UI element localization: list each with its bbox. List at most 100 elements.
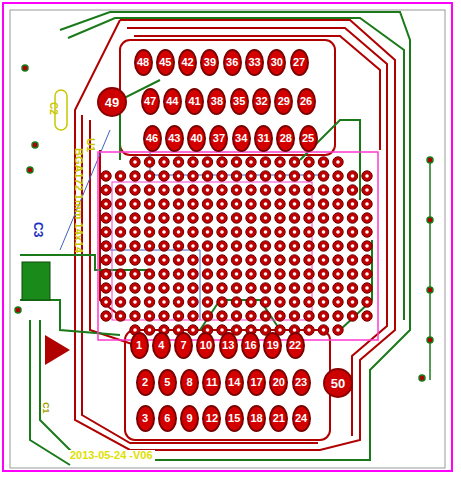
via-hole bbox=[249, 230, 253, 234]
bga-ball bbox=[231, 185, 241, 195]
via-hole bbox=[235, 258, 239, 262]
connector-pad: 46 bbox=[143, 125, 162, 152]
bga-ball bbox=[173, 311, 183, 321]
connector-pad: 3 bbox=[136, 405, 155, 432]
via-hole bbox=[307, 174, 311, 178]
bga-ball bbox=[318, 157, 328, 167]
via-hole bbox=[191, 216, 195, 220]
via-hole bbox=[148, 202, 152, 206]
via-hole bbox=[119, 244, 123, 248]
bga-ball bbox=[362, 241, 372, 251]
via-hole bbox=[104, 286, 108, 290]
bga-ball bbox=[188, 199, 198, 209]
pad-number: 7 bbox=[181, 340, 187, 351]
bga-ball bbox=[347, 255, 357, 265]
bga-ball bbox=[260, 311, 270, 321]
bga-ball bbox=[362, 283, 372, 293]
via-hole bbox=[119, 258, 123, 262]
pad-number: 40 bbox=[190, 133, 202, 144]
connector-pad: 29 bbox=[274, 88, 293, 115]
bga-ball bbox=[188, 325, 198, 335]
via-hole bbox=[148, 258, 152, 262]
blue-traces bbox=[60, 130, 330, 320]
bga-ball bbox=[318, 199, 328, 209]
bga-ball bbox=[318, 311, 328, 321]
bga-ball bbox=[304, 283, 314, 293]
connector-pad: 2 bbox=[136, 369, 155, 396]
bga-ball bbox=[217, 199, 227, 209]
pad-block bbox=[22, 262, 50, 300]
via-hole bbox=[278, 244, 282, 248]
via-hole bbox=[191, 286, 195, 290]
pad-number: 22 bbox=[289, 340, 301, 351]
via-hole bbox=[322, 188, 326, 192]
via-hole bbox=[148, 328, 152, 332]
bga-ball bbox=[318, 171, 328, 181]
via-hole bbox=[148, 230, 152, 234]
bga-ball bbox=[275, 185, 285, 195]
via-hole bbox=[191, 258, 195, 262]
via-hole bbox=[235, 286, 239, 290]
bga-ball bbox=[130, 311, 140, 321]
connector-pad: 24 bbox=[292, 405, 311, 432]
bga-ball bbox=[333, 325, 343, 335]
via-hole bbox=[220, 258, 224, 262]
via-hole bbox=[206, 286, 210, 290]
via-hole bbox=[278, 328, 282, 332]
bga-ball bbox=[275, 157, 285, 167]
pad-number: 5 bbox=[164, 377, 170, 388]
pad-number: 3 bbox=[142, 413, 148, 424]
via-hole bbox=[220, 328, 224, 332]
green-traces bbox=[20, 12, 410, 465]
bga-ball bbox=[275, 311, 285, 321]
via-hole bbox=[365, 174, 369, 178]
bga-ball bbox=[231, 199, 241, 209]
bga-ball bbox=[246, 283, 256, 293]
via-hole bbox=[278, 202, 282, 206]
via-hole bbox=[133, 258, 137, 262]
bga-ball bbox=[246, 297, 256, 307]
via-hole bbox=[249, 202, 253, 206]
bga-ball bbox=[231, 241, 241, 251]
via-hole bbox=[177, 300, 181, 304]
bga-ball bbox=[275, 255, 285, 265]
bga-ball bbox=[333, 171, 343, 181]
red-traces bbox=[75, 20, 395, 450]
via-hole bbox=[365, 230, 369, 234]
connector-pad: 8 bbox=[180, 369, 199, 396]
connector-pad: 9 bbox=[180, 405, 199, 432]
bga-ball bbox=[289, 255, 299, 265]
silkscreen-label: C2 bbox=[48, 102, 58, 115]
bga-ball bbox=[217, 297, 227, 307]
bga-ball bbox=[304, 255, 314, 265]
via-hole bbox=[293, 160, 297, 164]
bga-ball bbox=[289, 171, 299, 181]
via-hole bbox=[278, 160, 282, 164]
pad-number: 21 bbox=[273, 413, 285, 424]
bga-ball bbox=[217, 157, 227, 167]
connector-pad: 10 bbox=[196, 332, 215, 359]
via-hole bbox=[206, 188, 210, 192]
bga-ball bbox=[333, 311, 343, 321]
bga-ball bbox=[231, 227, 241, 237]
via-hole bbox=[278, 230, 282, 234]
via-hole bbox=[191, 272, 195, 276]
bga-ball bbox=[202, 241, 212, 251]
bga-ball bbox=[115, 269, 125, 279]
bga-ball bbox=[304, 171, 314, 181]
bga-ball bbox=[115, 227, 125, 237]
via-hole bbox=[177, 174, 181, 178]
pad-number: 49 bbox=[105, 96, 119, 109]
bga-ball bbox=[304, 297, 314, 307]
via-hole bbox=[162, 258, 166, 262]
via-hole bbox=[191, 174, 195, 178]
via-hole bbox=[133, 174, 137, 178]
via-hole bbox=[177, 216, 181, 220]
bga-ball bbox=[275, 283, 285, 293]
via-hole bbox=[365, 188, 369, 192]
via-hole bbox=[177, 272, 181, 276]
bga-ball bbox=[217, 269, 227, 279]
connector-pad: 37 bbox=[209, 125, 228, 152]
bga-ball bbox=[260, 157, 270, 167]
pad-number: 2 bbox=[142, 377, 148, 388]
